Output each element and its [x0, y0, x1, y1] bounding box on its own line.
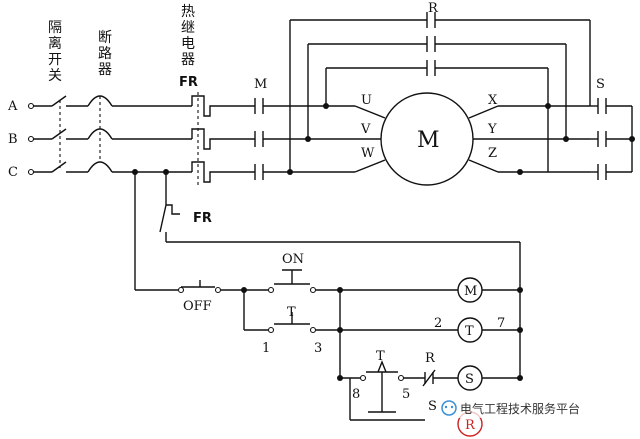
label-char: 开 [48, 52, 62, 68]
isolation-switch-label: 隔 离 开 关 [48, 20, 62, 84]
thermal-relay-label: 热 继 电 器 [181, 4, 195, 68]
lower-r-label: R [425, 351, 436, 366]
coil-t-num-7: 7 [497, 316, 505, 331]
power-lines [27, 92, 355, 186]
watermark-text: 电气工程技术服务平台 [460, 401, 580, 416]
timer-contact-label: T [287, 305, 296, 320]
terminal-w-label: W [361, 146, 375, 161]
control-circuit [132, 169, 523, 437]
label-char: 器 [98, 62, 112, 78]
timer-num-3: 3 [314, 341, 322, 356]
label-char: 电 [181, 36, 195, 52]
motor: M [354, 92, 590, 186]
terminal-u-label: U [361, 93, 372, 108]
on-button-label[interactable]: ON [282, 252, 304, 267]
off-button-label[interactable]: OFF [183, 299, 212, 314]
label-char: 热 [181, 4, 195, 20]
terminal-y-label: Y [487, 122, 497, 137]
contactor-s-label: S [596, 77, 605, 92]
resistor-r-label: R [428, 1, 439, 16]
coil-r-label: R [465, 418, 476, 433]
phase-a-label: A [7, 99, 18, 114]
label-char: 路 [98, 46, 112, 62]
fr-contact-label: FR [193, 211, 212, 226]
star-contactor-s [590, 98, 635, 180]
phase-b-label: B [8, 132, 18, 147]
phase-c-label: C [8, 165, 18, 180]
terminal-v-label: V [360, 122, 371, 137]
contactor-m-label: M [254, 77, 267, 92]
motor-label: M [417, 128, 440, 153]
num-5-label: 5 [402, 387, 410, 402]
label-char: 继 [181, 20, 195, 36]
coil-t-label: T [465, 324, 474, 339]
watermark: 电气工程技术服务平台 [436, 398, 634, 418]
coil-s-label: S [465, 372, 474, 387]
delta-contactor-r [287, 12, 591, 175]
label-char: 隔 [48, 20, 62, 36]
breaker-label: 断 路 器 [98, 30, 112, 78]
timer-num-1: 1 [262, 341, 270, 356]
coil-t-num-2: 2 [434, 316, 442, 331]
lower-s-label: S [428, 399, 437, 414]
fr-label-top: FR [179, 75, 198, 90]
num-8-label: 8 [352, 387, 360, 402]
label-char: 离 [48, 35, 62, 52]
terminal-z-label: Z [488, 146, 497, 161]
terminal-x-label: X [488, 93, 498, 108]
label-char: 器 [181, 52, 195, 68]
wechat-icon [441, 400, 457, 416]
label-char: 断 [98, 30, 112, 46]
coil-m-label: M [464, 284, 477, 299]
lower-timer-label: T [376, 349, 385, 364]
label-char: 关 [48, 68, 62, 84]
